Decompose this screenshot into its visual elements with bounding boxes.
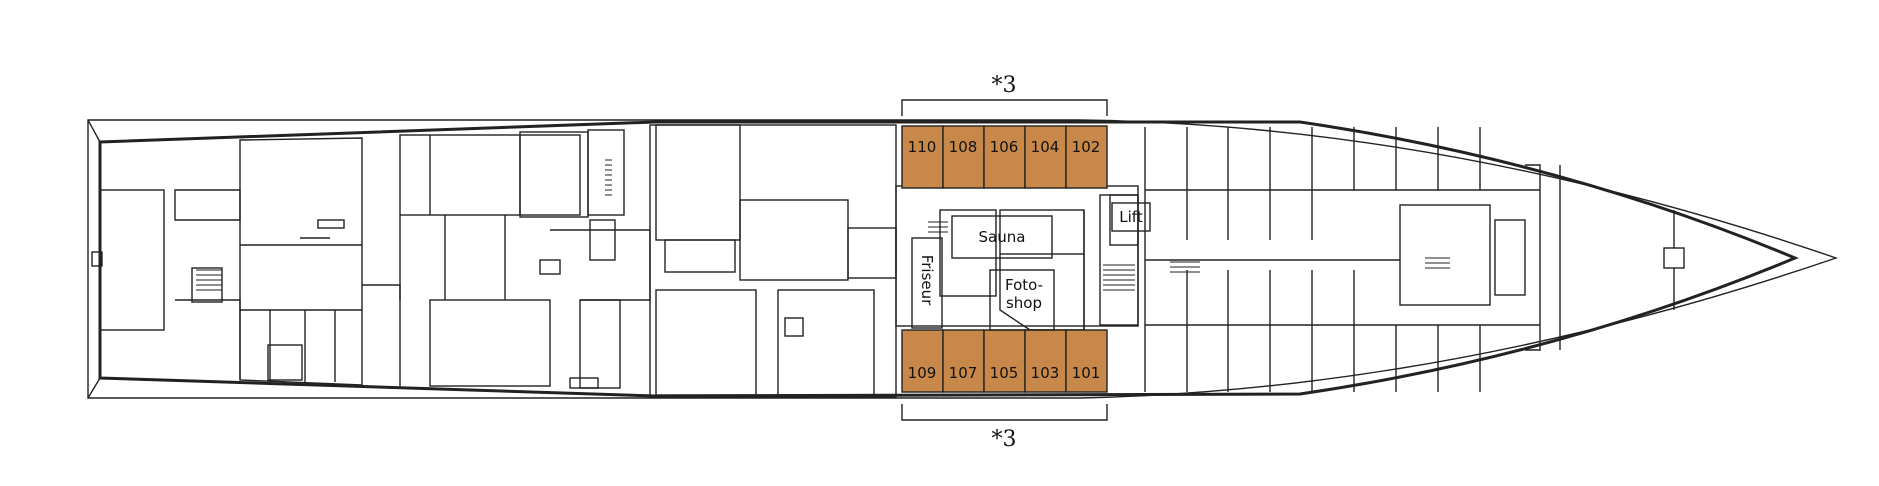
cabin-107[interactable] [942, 329, 985, 393]
fotoshop-label-line2: shop [1006, 294, 1042, 312]
cabin-106[interactable] [983, 125, 1026, 189]
cabin-110-label: 110 [908, 138, 937, 156]
bracket-bottom [901, 404, 1108, 421]
cabin-110[interactable] [901, 125, 944, 189]
fotoshop-box [989, 269, 1055, 331]
cabin-105-label: 105 [990, 364, 1019, 382]
cabin-109-label: 109 [908, 364, 937, 382]
cabin-105[interactable] [983, 329, 1026, 393]
cabin-102-label: 102 [1072, 138, 1101, 156]
cabin-103-label: 103 [1031, 364, 1060, 382]
sauna-label: Sauna [979, 228, 1026, 246]
cabin-107-label: 107 [949, 364, 978, 382]
cabin-103[interactable] [1024, 329, 1067, 393]
cabins-bottom-group: 109 107 105 103 101 [901, 329, 1108, 393]
friseur-label: Friseur [918, 255, 936, 306]
cabin-108[interactable] [942, 125, 985, 189]
hull-outline [87, 119, 1839, 399]
cabins-top-group: 110 108 106 104 102 [901, 125, 1108, 189]
cabin-109[interactable] [901, 329, 944, 393]
lift-label: Lift [1119, 208, 1143, 226]
cabin-108-label: 108 [949, 138, 978, 156]
cabin-101[interactable] [1065, 329, 1108, 393]
stairs [196, 159, 1450, 291]
fotoshop-label-line1: Foto- [1005, 276, 1043, 294]
category-marker-bottom: *3 [992, 427, 1017, 452]
cabin-104[interactable] [1024, 125, 1067, 189]
cabin-106-label: 106 [990, 138, 1019, 156]
cabin-102[interactable] [1065, 125, 1108, 189]
sauna-box [951, 215, 1053, 259]
category-marker-top: *3 [992, 73, 1017, 98]
bracket-top [901, 99, 1108, 116]
lift-box [1111, 202, 1151, 232]
cabin-104-label: 104 [1031, 138, 1060, 156]
cabin-101-label: 101 [1072, 364, 1101, 382]
friseur-box [911, 237, 943, 329]
